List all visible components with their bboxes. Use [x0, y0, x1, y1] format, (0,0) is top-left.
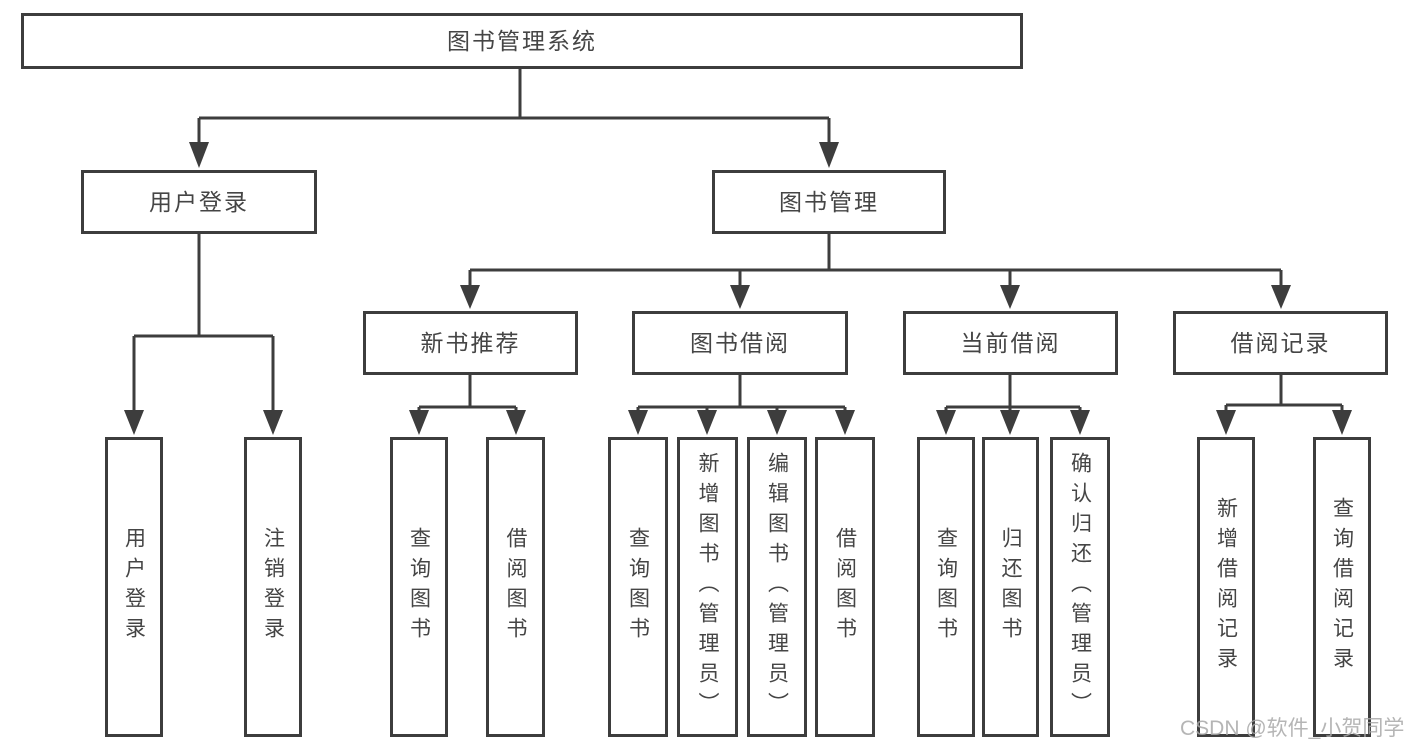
connector-borrowing-records-to-leaves — [1216, 375, 1352, 435]
leaf-borrow-books-newrec-label: 借阅图书 — [504, 527, 527, 647]
connector-root-to-level2 — [189, 69, 839, 168]
leaf-edit-book-admin: 编辑图书（管理员） — [747, 437, 807, 737]
node-root-label: 图书管理系统 — [447, 27, 597, 54]
connector-book-borrowing-to-leaves — [628, 375, 855, 435]
node-new-book-recommend: 新书推荐 — [363, 311, 578, 375]
node-book-management-label: 图书管理 — [779, 188, 879, 215]
leaf-return-books-label: 归还图书 — [999, 527, 1022, 647]
leaf-add-borrow-record-label: 新增借阅记录 — [1214, 497, 1238, 677]
leaf-query-books-newrec-label: 查询图书 — [407, 527, 431, 647]
node-current-borrowing-label: 当前借阅 — [960, 329, 1061, 356]
leaf-query-books-current-label: 查询图书 — [934, 527, 958, 647]
connector-current-borrowing-to-leaves — [936, 375, 1090, 435]
node-user-login: 用户登录 — [81, 170, 317, 234]
leaf-edit-book-admin-label: 编辑图书（管理员） — [765, 452, 789, 722]
leaf-add-book-admin-label: 新增图书（管理员） — [696, 452, 719, 722]
leaf-return-books: 归还图书 — [982, 437, 1039, 737]
leaf-query-borrow-record: 查询借阅记录 — [1313, 437, 1371, 737]
connector-new-book-recommend-to-leaves — [409, 375, 526, 435]
connector-user-login-to-leaves — [124, 234, 283, 435]
leaf-add-borrow-record: 新增借阅记录 — [1197, 437, 1255, 737]
leaf-confirm-return-admin-label: 确认归还（管理员） — [1068, 452, 1092, 722]
leaf-query-books-current: 查询图书 — [917, 437, 975, 737]
watermark-text: CSDN @软件_小贺同学 — [1180, 717, 1405, 740]
leaf-query-books-borrowing-label: 查询图书 — [626, 527, 650, 647]
node-new-book-recommend-label: 新书推荐 — [420, 329, 521, 356]
node-book-borrowing-label: 图书借阅 — [690, 329, 790, 356]
leaf-logout-label: 注销登录 — [261, 527, 285, 647]
leaf-add-book-admin: 新增图书（管理员） — [677, 437, 738, 737]
leaf-logout: 注销登录 — [244, 437, 302, 737]
leaf-user-login-label: 用户登录 — [122, 527, 146, 647]
leaf-borrow-books-newrec: 借阅图书 — [486, 437, 545, 737]
node-book-management: 图书管理 — [712, 170, 946, 234]
node-borrowing-records: 借阅记录 — [1173, 311, 1388, 375]
node-current-borrowing: 当前借阅 — [903, 311, 1118, 375]
node-root: 图书管理系统 — [21, 13, 1023, 69]
leaf-borrow-books-borrowing: 借阅图书 — [815, 437, 875, 737]
connector-book-management-to-level3 — [460, 234, 1291, 309]
leaf-borrow-books-borrowing-label: 借阅图书 — [833, 527, 857, 647]
node-user-login-label: 用户登录 — [149, 188, 249, 215]
node-book-borrowing: 图书借阅 — [632, 311, 848, 375]
leaf-user-login: 用户登录 — [105, 437, 163, 737]
leaf-query-books-borrowing: 查询图书 — [608, 437, 668, 737]
leaf-confirm-return-admin: 确认归还（管理员） — [1050, 437, 1110, 737]
node-borrowing-records-label: 借阅记录 — [1230, 329, 1331, 356]
leaf-query-borrow-record-label: 查询借阅记录 — [1330, 497, 1354, 677]
leaf-query-books-newrec: 查询图书 — [390, 437, 448, 737]
